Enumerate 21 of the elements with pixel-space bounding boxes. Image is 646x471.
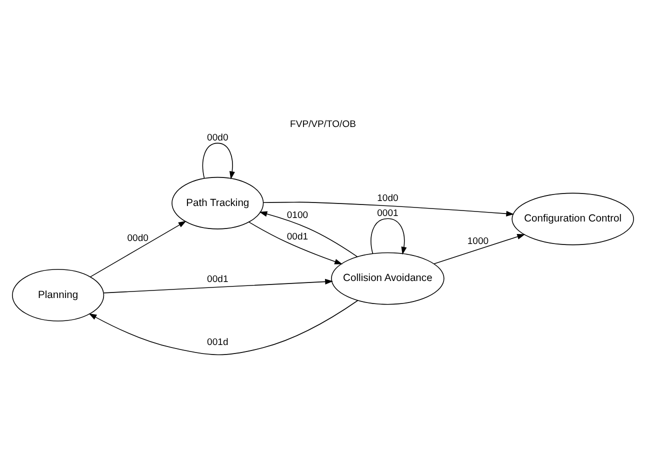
arrow [433,234,526,264]
diagram-title: FVP/VP/TO/OB [290,118,356,130]
arrow [90,220,186,278]
arrow [103,278,334,294]
arrow [248,222,343,264]
edge-label: 00d0 [127,232,148,244]
edge-label: 10d0 [377,193,398,204]
arrow [262,202,514,216]
edge-label: 001d [207,336,228,348]
node-ellipse: Collision Avoidance [331,252,444,305]
edge-label: 0001 [377,208,398,219]
arrow [202,142,235,180]
edge-label: 0100 [286,210,308,221]
edge-label: 1000 [467,236,489,248]
edge-label: 00d1 [207,274,228,286]
edge-label: 00d0 [207,132,228,144]
node-ellipse: Configuration Control [512,192,634,246]
arrow [259,211,358,258]
arrow [88,300,358,356]
edge-label: 00d1 [286,231,308,242]
arrow [370,218,407,255]
